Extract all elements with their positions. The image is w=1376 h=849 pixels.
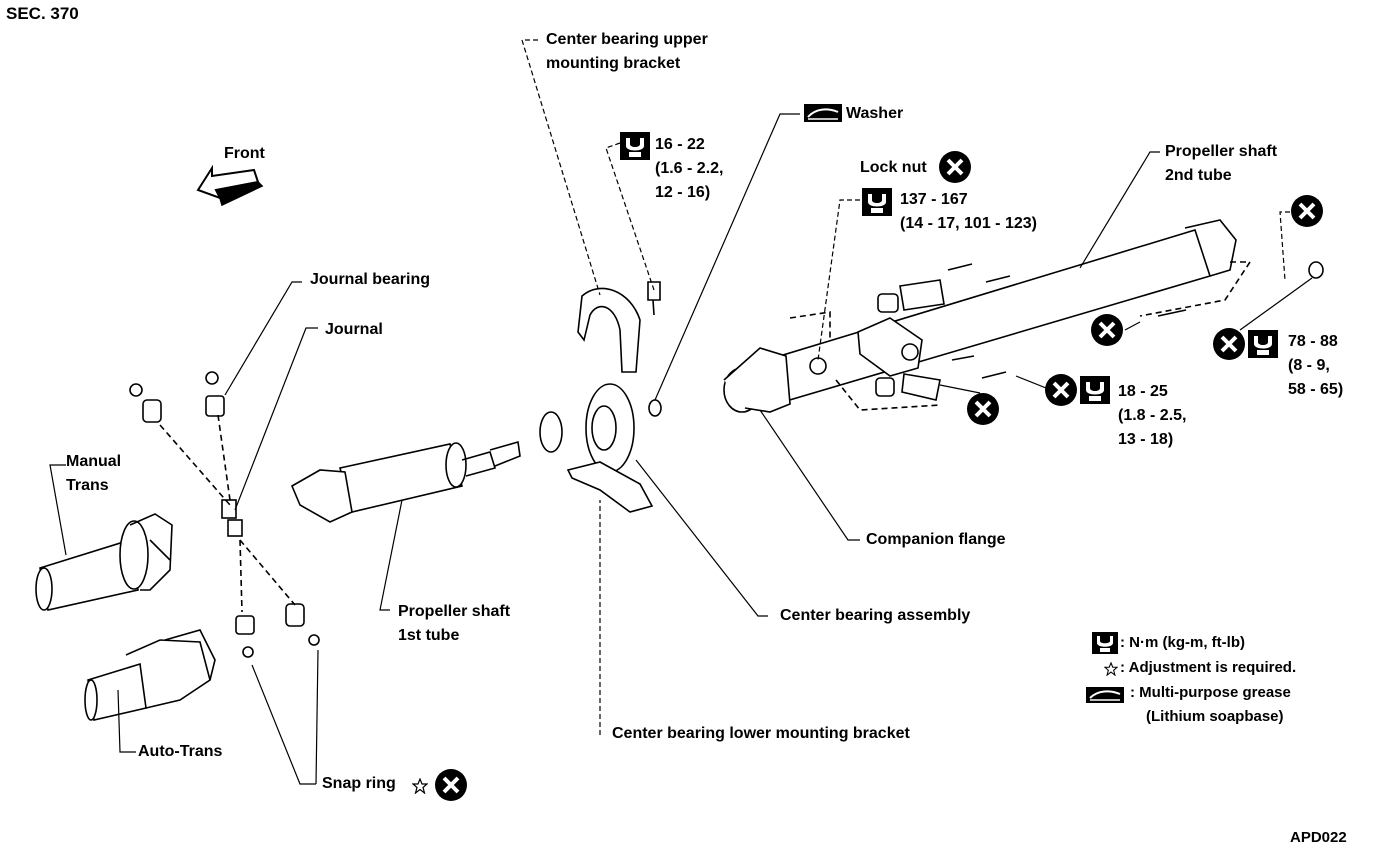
- torque-1-line3: 12 - 16): [655, 184, 711, 201]
- do-not-reuse-icon: [435, 769, 467, 801]
- torque-wrench-icon: [1092, 632, 1118, 654]
- figure-code: APD022: [1290, 829, 1347, 846]
- center-bearing-parts: [539, 281, 662, 513]
- star-icon: [412, 778, 428, 794]
- washer-label: Washer: [846, 105, 904, 122]
- do-not-reuse-icon: [1045, 374, 1077, 406]
- lock-nut-label: Lock nut: [860, 159, 927, 176]
- do-not-reuse-icon: [939, 151, 971, 183]
- torque-1-line1: 16 - 22: [655, 136, 705, 153]
- do-not-reuse-icon: [967, 393, 999, 425]
- center-bearing-upper-label-1: Center bearing upper: [546, 31, 708, 48]
- front-label: Front: [224, 145, 265, 162]
- propeller-shaft-2nd-tube: [723, 219, 1324, 413]
- propeller-2nd-label-1: Propeller shaft: [1165, 143, 1278, 160]
- manual-trans-label-2: Trans: [66, 477, 109, 494]
- torque-1-line2: (1.6 - 2.2,: [655, 160, 724, 177]
- legend-adjustment: : Adjustment is required.: [1120, 659, 1297, 676]
- center-bearing-lower-label: Center bearing lower mounting bracket: [612, 725, 910, 742]
- torque-3-line2: (1.8 - 2.5,: [1118, 407, 1187, 424]
- star-icon: [1104, 662, 1118, 676]
- torque-wrench-icon: [1080, 376, 1110, 404]
- torque-wrench-icon: [862, 188, 892, 216]
- legend-torque: : N·m (kg-m, ft-lb): [1120, 634, 1245, 651]
- propeller-1st-label-1: Propeller shaft: [398, 603, 511, 620]
- propeller-shaft-1st-tube: [290, 440, 521, 523]
- leader-lines: [49, 39, 1313, 785]
- center-bearing-assembly-label: Center bearing assembly: [780, 607, 971, 624]
- propeller-1st-label-2: 1st tube: [398, 627, 460, 644]
- do-not-reuse-icon: [1091, 314, 1123, 346]
- torque-3-line1: 18 - 25: [1118, 383, 1168, 400]
- grease-icon: [1086, 687, 1124, 703]
- section-title: SEC. 370: [6, 4, 79, 23]
- torque-2-line2: (14 - 17, 101 - 123): [900, 215, 1037, 232]
- grease-icon: [804, 104, 842, 122]
- torque-4-line3: 58 - 65): [1288, 381, 1344, 398]
- journal-parts: [129, 371, 320, 658]
- propeller-2nd-label-2: 2nd tube: [1165, 167, 1232, 184]
- center-bearing-upper-label-2: mounting bracket: [546, 55, 681, 72]
- do-not-reuse-icon: [1213, 328, 1245, 360]
- torque-4-line2: (8 - 9,: [1288, 357, 1330, 374]
- torque-wrench-icon: [620, 132, 650, 160]
- manual-trans-label-1: Manual: [66, 453, 122, 470]
- torque-2-line1: 137 - 167: [900, 191, 968, 208]
- companion-flange-label: Companion flange: [866, 531, 1006, 548]
- snap-ring-label: Snap ring: [322, 775, 396, 792]
- legend-grease: : Multi-purpose grease: [1130, 684, 1291, 701]
- legend-grease-2: (Lithium soapbase): [1146, 708, 1284, 725]
- front-arrow: [196, 164, 264, 207]
- torque-4-line1: 78 - 88: [1288, 333, 1338, 350]
- journal-bearing-label: Journal bearing: [310, 271, 431, 288]
- legend: : N·m (kg-m, ft-lb) : Adjustment is requ…: [1086, 632, 1360, 728]
- torque-wrench-icon: [1248, 330, 1278, 358]
- manual-trans-shaft: [35, 513, 173, 611]
- auto-trans-shaft: [84, 629, 216, 721]
- torque-3-line3: 13 - 18): [1118, 431, 1174, 448]
- auto-trans-label: Auto-Trans: [138, 743, 223, 760]
- do-not-reuse-icon: [1291, 195, 1323, 227]
- journal-label: Journal: [325, 321, 383, 338]
